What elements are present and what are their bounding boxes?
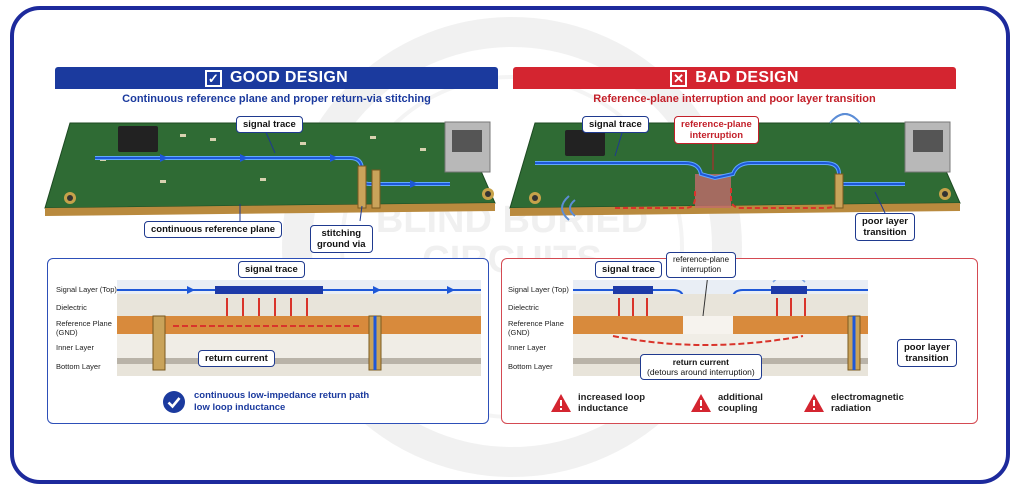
bad-interruption-callout: reference-plane interruption	[674, 116, 759, 144]
good-design-subtitle: Continuous reference plane and proper re…	[122, 93, 431, 105]
good-layer-bottom: Bottom Layer	[56, 362, 101, 371]
good-signal-trace-callout: signal trace	[236, 116, 303, 133]
warning-triangle-icon	[551, 394, 571, 412]
stitching-via-callout: stitching ground via	[310, 225, 373, 253]
good-layer-inner: Inner Layer	[56, 343, 94, 352]
warning-loop-inductance-text: increased loop inductance	[578, 392, 646, 414]
bad-layer-reference: Reference Plane (GND)	[508, 319, 564, 337]
bad-return-detour-label: (detours around interruption)	[647, 367, 755, 377]
bad-layer-bottom: Bottom Layer	[508, 362, 553, 371]
good-cross-section-diagram	[117, 280, 481, 376]
bad-return-current-label: return current	[672, 357, 729, 367]
good-footer-line1: continuous low-impedance return path	[194, 390, 370, 401]
warning-loop-inductance: increased loop inductance	[550, 392, 645, 414]
good-layer-signal: Signal Layer (Top)	[56, 285, 117, 294]
bad-signal-trace-callout: signal trace	[582, 116, 649, 133]
bad-layer-signal: Signal Layer (Top)	[508, 285, 569, 294]
good-design-title: GOOD DESIGN	[230, 69, 348, 86]
bad-poor-transition-callout: poor layer transition	[855, 213, 915, 241]
bad-design-subtitle: Reference-plane interruption and poor la…	[593, 93, 876, 105]
good-design-header: ✓ GOOD DESIGN	[55, 67, 498, 89]
check-box-icon: ✓	[205, 69, 222, 87]
warning-radiation: electromagnetic radiation	[803, 392, 904, 414]
bad-layer-inner: Inner Layer	[508, 343, 546, 352]
good-footer-line2: low loop inductance	[194, 402, 286, 413]
bad-xs-interruption-callout: reference-plane interruption	[666, 252, 737, 278]
warning-triangle-icon	[691, 394, 711, 412]
bad-xs-signal-trace-callout: signal trace	[595, 261, 662, 278]
good-footer: continuous low-impedance return path low…	[162, 390, 369, 414]
bad-xs-poor-transition-callout: poor layer transition	[897, 339, 957, 367]
continuous-plane-callout: continuous reference plane	[144, 221, 283, 238]
good-xs-signal-trace-callout: signal trace	[238, 261, 305, 278]
x-box-icon: ✕	[670, 69, 688, 87]
check-circle-icon	[163, 391, 185, 413]
warning-triangle-icon	[804, 394, 824, 412]
bad-design-title: BAD DESIGN	[695, 69, 799, 86]
good-layer-dielectric: Dielectric	[56, 303, 87, 312]
good-return-current-callout: return current	[198, 350, 275, 367]
bad-design-header: ✕ BAD DESIGN	[513, 67, 956, 89]
bad-layer-dielectric: Dielectric	[508, 303, 539, 312]
warning-coupling-text: additional coupling	[718, 392, 763, 414]
warning-radiation-text: electromagnetic radiation	[831, 392, 904, 414]
good-layer-reference: Reference Plane (GND)	[56, 319, 112, 337]
bad-pcb-illustration	[509, 113, 961, 221]
bad-return-current-callout: return current (detours around interrupt…	[640, 354, 762, 380]
good-pcb-illustration	[44, 121, 496, 222]
warning-coupling: additional coupling	[690, 392, 763, 414]
